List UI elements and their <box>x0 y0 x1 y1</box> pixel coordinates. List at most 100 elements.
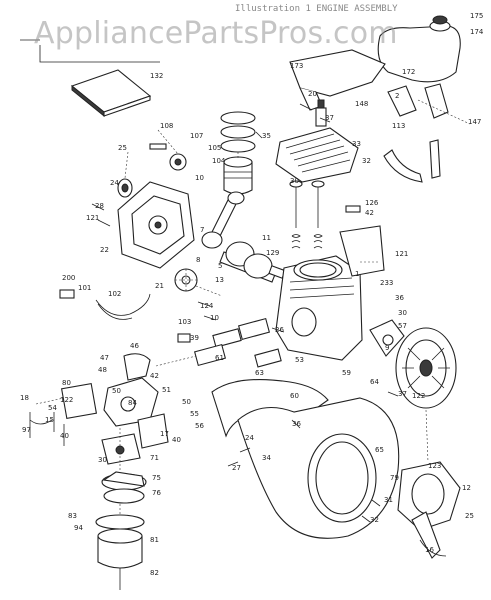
callout-39: 39 <box>190 334 199 342</box>
spark-plug <box>315 99 327 127</box>
callout-108: 108 <box>160 122 173 130</box>
callout-10: 10 <box>210 314 219 322</box>
callout-102: 102 <box>108 290 121 298</box>
callout-9: 9 <box>385 344 389 352</box>
callout-57: 57 <box>398 322 407 330</box>
callout-61: 61 <box>215 354 224 362</box>
callout-54: 54 <box>48 404 57 412</box>
callout-65: 65 <box>375 446 384 454</box>
callout-173: 173 <box>290 62 303 70</box>
callout-124: 124 <box>200 302 214 310</box>
crankcase-cover <box>117 181 195 269</box>
callout-42: 42 <box>365 209 374 217</box>
connecting-rod <box>201 191 245 249</box>
callout-28: 28 <box>95 202 104 210</box>
callout-37: 37 <box>325 114 334 122</box>
callout-25: 25 <box>118 144 127 152</box>
callout-13: 13 <box>215 276 224 284</box>
callout-63: 63 <box>255 369 264 377</box>
callout-105: 105 <box>208 144 221 152</box>
callout-24: 24 <box>245 434 254 442</box>
callout-1: 1 <box>355 270 359 278</box>
callout-53: 53 <box>295 356 304 364</box>
callout-147: 147 <box>468 118 481 126</box>
callout-126: 126 <box>365 199 379 207</box>
callout-40: 40 <box>60 432 69 440</box>
fasteners <box>91 103 399 523</box>
callout-17: 17 <box>160 430 169 438</box>
cylinder-head <box>275 127 359 183</box>
callout-107: 107 <box>190 132 203 140</box>
carburetor <box>101 353 169 465</box>
callout-47: 47 <box>100 354 109 362</box>
callout-37: 37 <box>398 390 407 398</box>
callout-24: 24 <box>110 179 119 187</box>
oil-seal <box>117 178 133 198</box>
callout-82: 82 <box>150 569 159 577</box>
linkage-parts <box>29 382 98 446</box>
fuel-line <box>59 289 151 320</box>
callout-42: 42 <box>150 372 159 380</box>
callout-21: 21 <box>155 282 164 290</box>
callout-64: 64 <box>370 378 379 386</box>
callout-46: 46 <box>130 342 139 350</box>
callout-30: 30 <box>290 177 299 185</box>
leader-lines <box>35 129 429 516</box>
callout-129: 129 <box>266 249 279 257</box>
callout-48: 48 <box>98 366 107 374</box>
callout-40: 40 <box>172 436 181 444</box>
carb-bowl-gaskets <box>101 471 147 504</box>
callout-172: 172 <box>402 68 415 76</box>
callout-233: 233 <box>380 279 393 287</box>
callout-75: 75 <box>152 474 161 482</box>
callout-16: 16 <box>425 546 434 554</box>
callout-71: 71 <box>150 454 159 462</box>
callout-33: 33 <box>352 140 361 148</box>
tank-bracket <box>289 49 386 111</box>
blower-housing <box>211 378 400 539</box>
timing-gear <box>174 268 198 292</box>
callout-122: 122 <box>412 392 425 400</box>
crankshaft <box>219 241 286 283</box>
callout-27: 27 <box>232 464 241 472</box>
callout-175: 175 <box>470 12 483 20</box>
cylinder-block <box>275 255 363 361</box>
callout-36: 36 <box>395 294 404 302</box>
callout-94: 94 <box>74 524 83 532</box>
callout-26: 26 <box>275 326 284 334</box>
callout-101: 101 <box>78 284 91 292</box>
callout-123: 123 <box>428 462 441 470</box>
callout-60: 60 <box>290 392 299 400</box>
callout-51: 51 <box>162 386 171 394</box>
bracket-lines <box>20 39 160 63</box>
callout-32: 32 <box>362 157 371 165</box>
callout-121: 121 <box>395 250 408 258</box>
ignition-parts <box>369 319 405 357</box>
callout-81: 81 <box>150 536 159 544</box>
callout-55: 55 <box>190 410 199 418</box>
callout-50: 50 <box>112 387 121 395</box>
callout-76: 76 <box>152 489 161 497</box>
governor-gear <box>149 143 187 171</box>
callout-22: 22 <box>100 246 109 254</box>
callout-122: 122 <box>60 396 73 404</box>
callout-103: 103 <box>178 318 191 326</box>
callout-7: 7 <box>200 226 204 234</box>
callout-32: 32 <box>370 516 379 524</box>
starter-handle <box>411 511 447 559</box>
callout-25: 25 <box>465 512 474 520</box>
callout-79: 79 <box>390 474 399 482</box>
piston-rings <box>220 111 263 153</box>
callout-148: 148 <box>355 100 368 108</box>
callout-30: 30 <box>98 456 107 464</box>
callout-200: 200 <box>62 274 75 282</box>
piston <box>223 156 253 195</box>
flywheel <box>395 327 457 409</box>
callout-31: 31 <box>384 496 393 504</box>
callout-5: 5 <box>218 262 222 270</box>
callout-34: 34 <box>262 454 271 462</box>
callout-12: 12 <box>462 484 471 492</box>
callout-50: 50 <box>182 398 191 406</box>
